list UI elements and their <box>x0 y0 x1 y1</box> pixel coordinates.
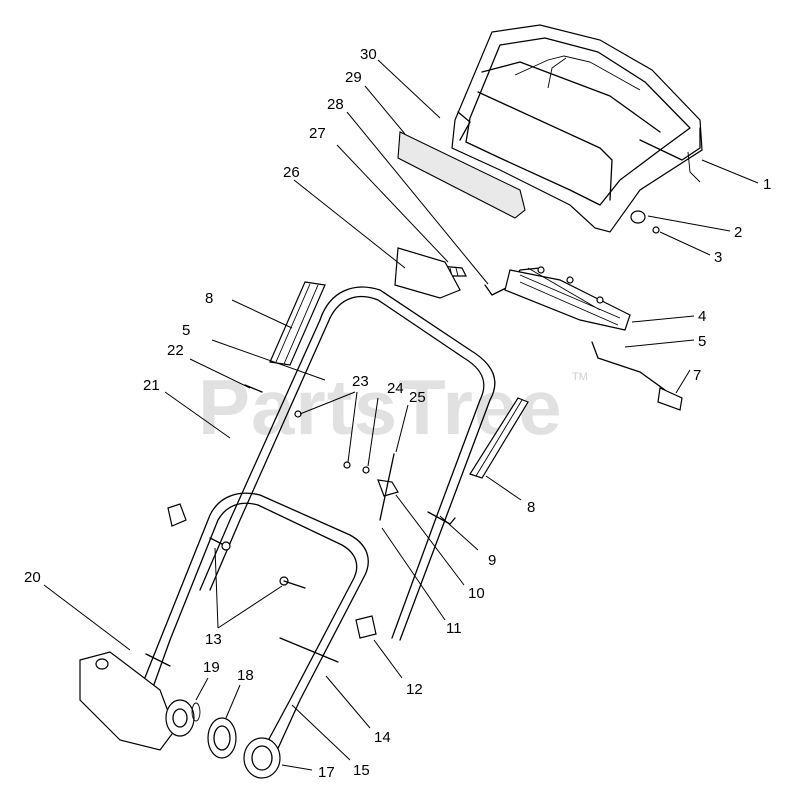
callout-5-right: 5 <box>698 333 706 350</box>
watermark-trademark: TM <box>572 371 588 383</box>
leader-20 <box>43 584 131 651</box>
leader-21 <box>164 391 231 439</box>
callout-2: 2 <box>734 224 742 241</box>
callout-26: 26 <box>283 164 300 181</box>
callout-1: 1 <box>763 176 771 193</box>
leader-23-a <box>299 391 356 415</box>
watermark-text: PartsTree <box>198 363 563 451</box>
control-housing-part <box>451 24 703 233</box>
leader-23-b <box>347 391 358 463</box>
callout-17: 17 <box>318 764 335 781</box>
callout-28: 28 <box>327 96 344 113</box>
callout-11: 11 <box>446 620 462 637</box>
callout-20: 20 <box>24 569 41 586</box>
leader-17 <box>281 764 313 771</box>
callout-22: 22 <box>167 342 184 359</box>
grip-channel-parts <box>269 281 529 479</box>
leader-5-left <box>211 339 326 381</box>
leader-1 <box>701 159 759 184</box>
callout-9: 9 <box>488 552 496 569</box>
callout-24: 24 <box>387 380 404 397</box>
leader-28 <box>346 111 489 285</box>
leader-5-right <box>624 339 695 348</box>
leader-30 <box>377 59 441 119</box>
leader-4 <box>631 315 695 323</box>
leader-19 <box>195 677 209 701</box>
leader-25 <box>395 404 409 453</box>
leader-3 <box>659 231 711 256</box>
callout-29: 29 <box>345 69 362 86</box>
leader-29 <box>364 85 406 135</box>
leader-10 <box>395 494 465 586</box>
leader-8-left <box>231 299 293 329</box>
leader-13-a <box>214 547 219 629</box>
callout-18: 18 <box>237 667 254 684</box>
callout-7: 7 <box>693 367 701 384</box>
callout-13: 13 <box>205 631 222 648</box>
callout-10: 10 <box>468 585 485 602</box>
callout-8-left: 8 <box>205 290 213 307</box>
callout-14: 14 <box>374 729 391 746</box>
leader-15 <box>291 704 351 761</box>
upper-handle-part <box>139 286 496 756</box>
leader-7 <box>675 369 691 394</box>
height-adjuster-parts <box>79 651 281 779</box>
bracket-part <box>504 266 631 331</box>
leader-12 <box>373 639 403 679</box>
leader-13-b <box>217 585 283 629</box>
leader-lines <box>43 59 759 771</box>
cable-end-part <box>591 341 683 411</box>
decal-part <box>397 131 526 219</box>
leader-9 <box>439 515 479 551</box>
leader-24 <box>367 397 379 467</box>
leader-22 <box>189 358 251 389</box>
callout-30: 30 <box>360 46 377 63</box>
callout-labels: 1 2 3 4 5 5 7 8 8 9 10 11 12 13 14 15 17… <box>24 46 771 781</box>
leader-11 <box>381 527 446 621</box>
callout-27: 27 <box>309 125 326 142</box>
leader-14 <box>325 675 371 729</box>
callout-3: 3 <box>714 249 722 266</box>
hardware-parts <box>167 384 456 663</box>
leader-26 <box>293 179 406 269</box>
callout-8-right: 8 <box>527 499 535 516</box>
knob-part <box>630 210 660 234</box>
callout-12: 12 <box>406 681 423 698</box>
callout-21: 21 <box>143 377 160 394</box>
leader-2 <box>647 215 731 232</box>
leader-18 <box>225 684 241 719</box>
leader-27 <box>336 144 449 263</box>
leader-8-right <box>485 475 522 501</box>
callout-5-left: 5 <box>182 322 190 339</box>
callout-15: 15 <box>353 762 370 779</box>
watermark: PartsTree TM <box>198 363 588 451</box>
callout-25: 25 <box>409 389 426 406</box>
callout-23: 23 <box>352 373 369 390</box>
callout-19: 19 <box>203 659 220 676</box>
callout-4: 4 <box>698 308 706 325</box>
